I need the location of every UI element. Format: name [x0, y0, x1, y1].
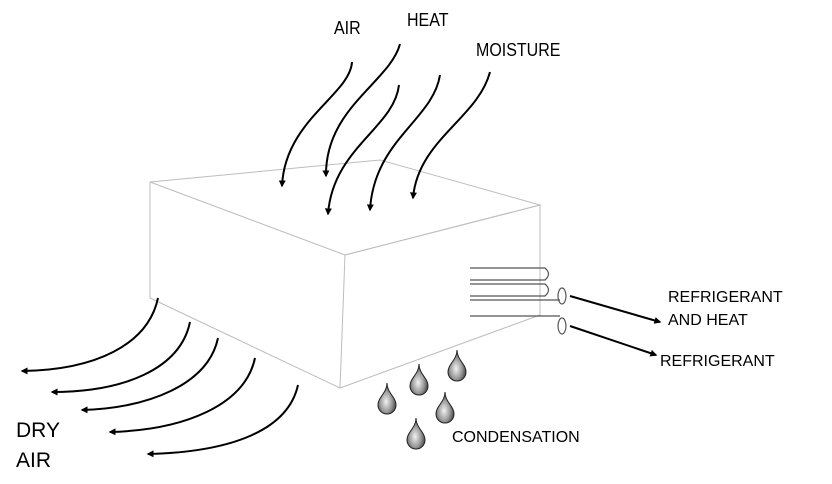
- incoming-arrow-2: [322, 43, 401, 178]
- droplet-icon: [377, 382, 397, 415]
- refrigerant-and-heat-arrow: [569, 295, 662, 324]
- condensation-label: CONDENSATION: [452, 429, 580, 446]
- refrigerant-label: REFRIGERANT: [660, 353, 775, 370]
- dry-air-arrow-2: [50, 321, 191, 396]
- dry-air-arrows: [20, 297, 299, 458]
- droplet-icon: [406, 417, 426, 450]
- refrigerant-arrow: [569, 325, 658, 357]
- incoming-arrows: [278, 43, 491, 216]
- box-top-face: [149, 159, 542, 256]
- droplet-icon: [409, 363, 429, 396]
- incoming-arrow-3: [324, 84, 400, 216]
- refrigerant-tubes: [470, 267, 567, 335]
- refrigerant-and-heat-label-line2: AND HEAT: [668, 312, 748, 329]
- heat-label: HEAT: [407, 10, 449, 31]
- droplet-icon: [435, 391, 455, 424]
- refrigerant-arrows: [569, 295, 662, 357]
- incoming-arrow-5: [409, 71, 491, 200]
- refrigerant-and-heat-label-line1: REFRIGERANT: [668, 289, 783, 306]
- droplet-icon: [447, 349, 467, 382]
- air-label: AIR: [334, 18, 361, 39]
- dry-air-arrow-5: [146, 384, 299, 458]
- incoming-arrow-1: [278, 61, 353, 188]
- dry-air-arrow-1: [20, 297, 159, 375]
- coil-box: [149, 159, 542, 389]
- box-right-face: [339, 204, 541, 389]
- moisture-label: MOISTURE: [476, 40, 561, 61]
- dry-air-arrow-3: [80, 337, 219, 414]
- box-front-face: [149, 182, 346, 389]
- incoming-arrow-4: [366, 74, 441, 212]
- dry-air-label-line1: DRY: [16, 419, 60, 442]
- dry-air-label-line2: AIR: [16, 449, 52, 472]
- condensation-drops: [377, 349, 467, 450]
- dry-air-arrow-4: [108, 357, 256, 436]
